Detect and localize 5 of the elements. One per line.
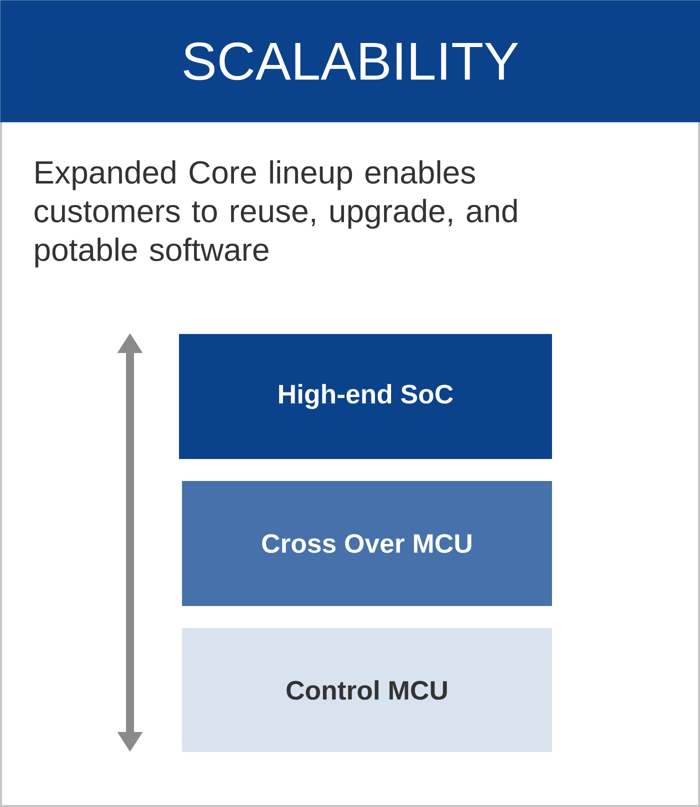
tier-box: High-end SoC [179,334,552,459]
description-text: Expanded Core lineup enables customers to reuse, upgrade, and potable software [34,160,517,268]
tier-box: Cross Over MCU [182,481,552,606]
tier-box: Control MCU [182,628,552,752]
header-band: SCALABILITY [0,0,700,122]
